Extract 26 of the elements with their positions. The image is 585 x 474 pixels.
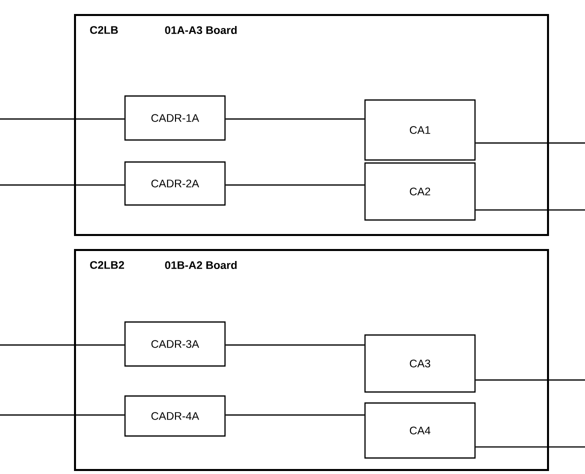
heading-label: C2LB2 (90, 261, 124, 269)
component-box: CA4 (364, 402, 476, 459)
component-box: CA2 (364, 162, 476, 221)
connector-line (226, 184, 364, 186)
connector-line (226, 118, 364, 120)
connector-line (476, 379, 585, 381)
connector-line (476, 142, 585, 144)
component-box: CADR-4A (124, 395, 226, 437)
component-box: CADR-1A (124, 95, 226, 141)
connector-line (0, 414, 124, 416)
connector-line (476, 446, 585, 448)
connector-line (0, 118, 124, 120)
component-box: CADR-3A (124, 321, 226, 367)
connector-line (226, 344, 364, 346)
connector-line (0, 344, 124, 346)
component-box: CADR-2A (124, 161, 226, 206)
connector-line (226, 414, 364, 416)
connector-line (0, 184, 124, 186)
connector-line (476, 209, 585, 211)
component-box: CA3 (364, 334, 476, 393)
board-frame (74, 14, 549, 236)
heading-label: 01B-A2 Board (165, 260, 237, 270)
board-frame (74, 249, 549, 471)
heading-label: 01A-A3 Board (165, 26, 237, 34)
component-box: CA1 (364, 99, 476, 161)
heading-label: C2LB (90, 26, 118, 34)
